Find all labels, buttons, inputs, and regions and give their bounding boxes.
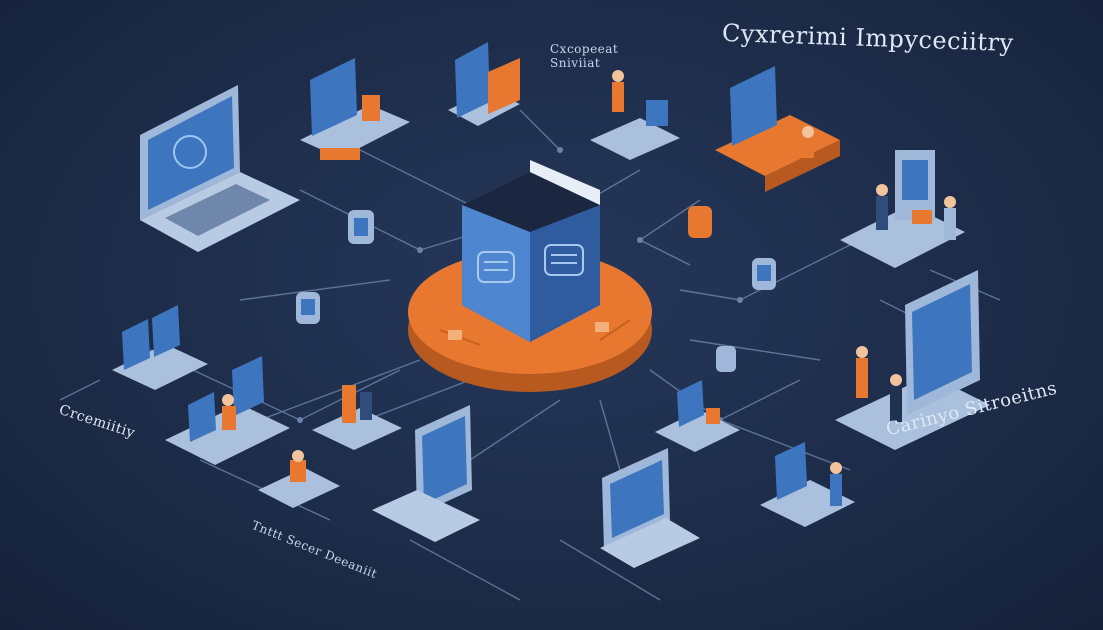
top-caption-line-2: Sniviiat	[550, 56, 601, 70]
top-caption-line-1: Cxcopeeat	[550, 42, 619, 56]
top-caption: Cxcopeeat Sniviiat	[550, 42, 618, 70]
